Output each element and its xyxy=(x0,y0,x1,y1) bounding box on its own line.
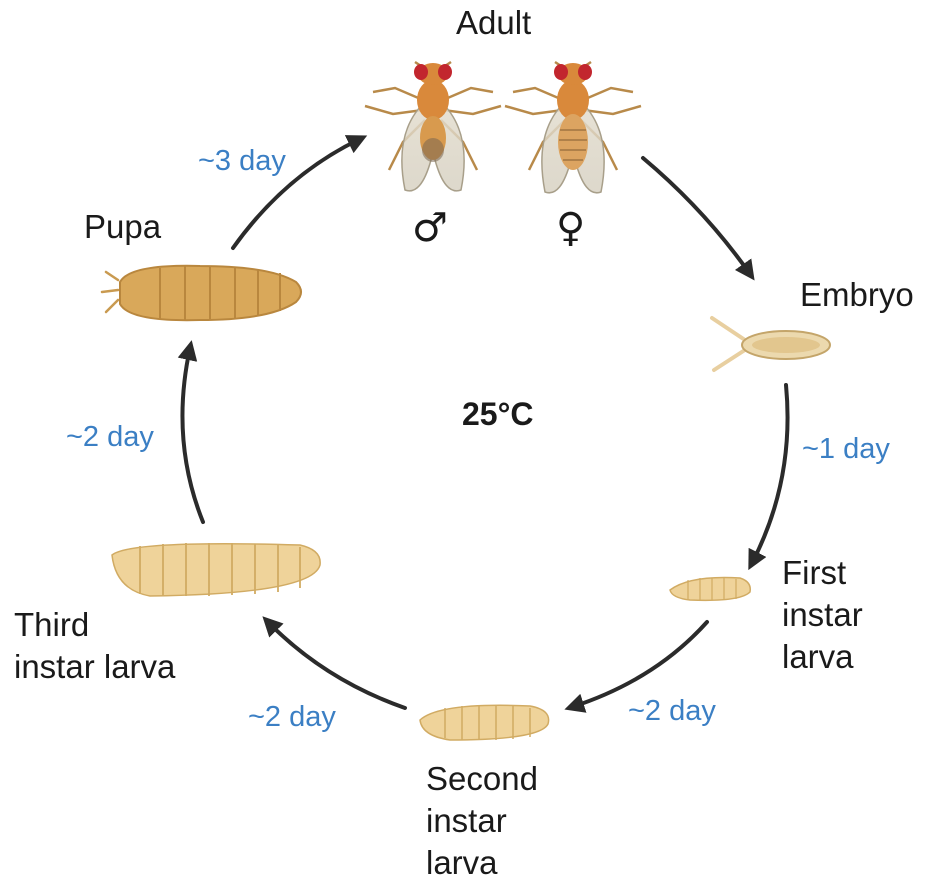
temperature-label: 25°C xyxy=(462,396,534,433)
duration-embryo-to-first-instar: ~1 day xyxy=(802,432,890,466)
first-instar-label-line-1: First xyxy=(782,552,863,594)
first-instar-label-line-2: instar xyxy=(782,594,863,636)
third-instar-label-line-2: instar larva xyxy=(14,646,175,688)
first-instar-larva-icon xyxy=(670,578,750,601)
arrow-embryo-to-first-instar xyxy=(752,385,788,563)
third-instar-label: Third instar larva xyxy=(14,604,175,688)
third-instar-label-line-1: Third xyxy=(14,604,175,646)
arrow-third-instar-to-pupa xyxy=(182,348,203,522)
pupa-icon xyxy=(102,266,301,321)
female-fly-icon xyxy=(505,62,641,193)
arrow-second-to-third-instar xyxy=(268,622,405,708)
male-symbol: ♂ xyxy=(412,206,448,250)
second-instar-label-line-1: Second xyxy=(426,758,538,800)
arrow-adult-to-embryo xyxy=(643,158,750,274)
first-instar-label-line-3: larva xyxy=(782,636,863,678)
adult-label: Adult xyxy=(456,2,531,44)
duration-third-instar-to-pupa: ~2 day xyxy=(66,420,154,454)
second-instar-label-line-2: instar xyxy=(426,800,538,842)
first-instar-label: First instar larva xyxy=(782,552,863,678)
duration-second-to-third-instar: ~2 day xyxy=(248,700,336,734)
duration-pupa-to-adult: ~3 day xyxy=(198,144,286,178)
second-instar-label-line-3: larva xyxy=(426,842,538,884)
embryo-label: Embryo xyxy=(800,274,914,316)
female-symbol: ♀ xyxy=(556,206,585,250)
duration-first-to-second-instar: ~2 day xyxy=(628,694,716,728)
embryo-icon xyxy=(712,318,830,370)
pupa-label: Pupa xyxy=(84,206,161,248)
second-instar-larva-icon xyxy=(420,705,549,740)
second-instar-label: Second instar larva xyxy=(426,758,538,884)
male-fly-icon xyxy=(365,62,501,191)
third-instar-larva-icon xyxy=(112,543,320,596)
